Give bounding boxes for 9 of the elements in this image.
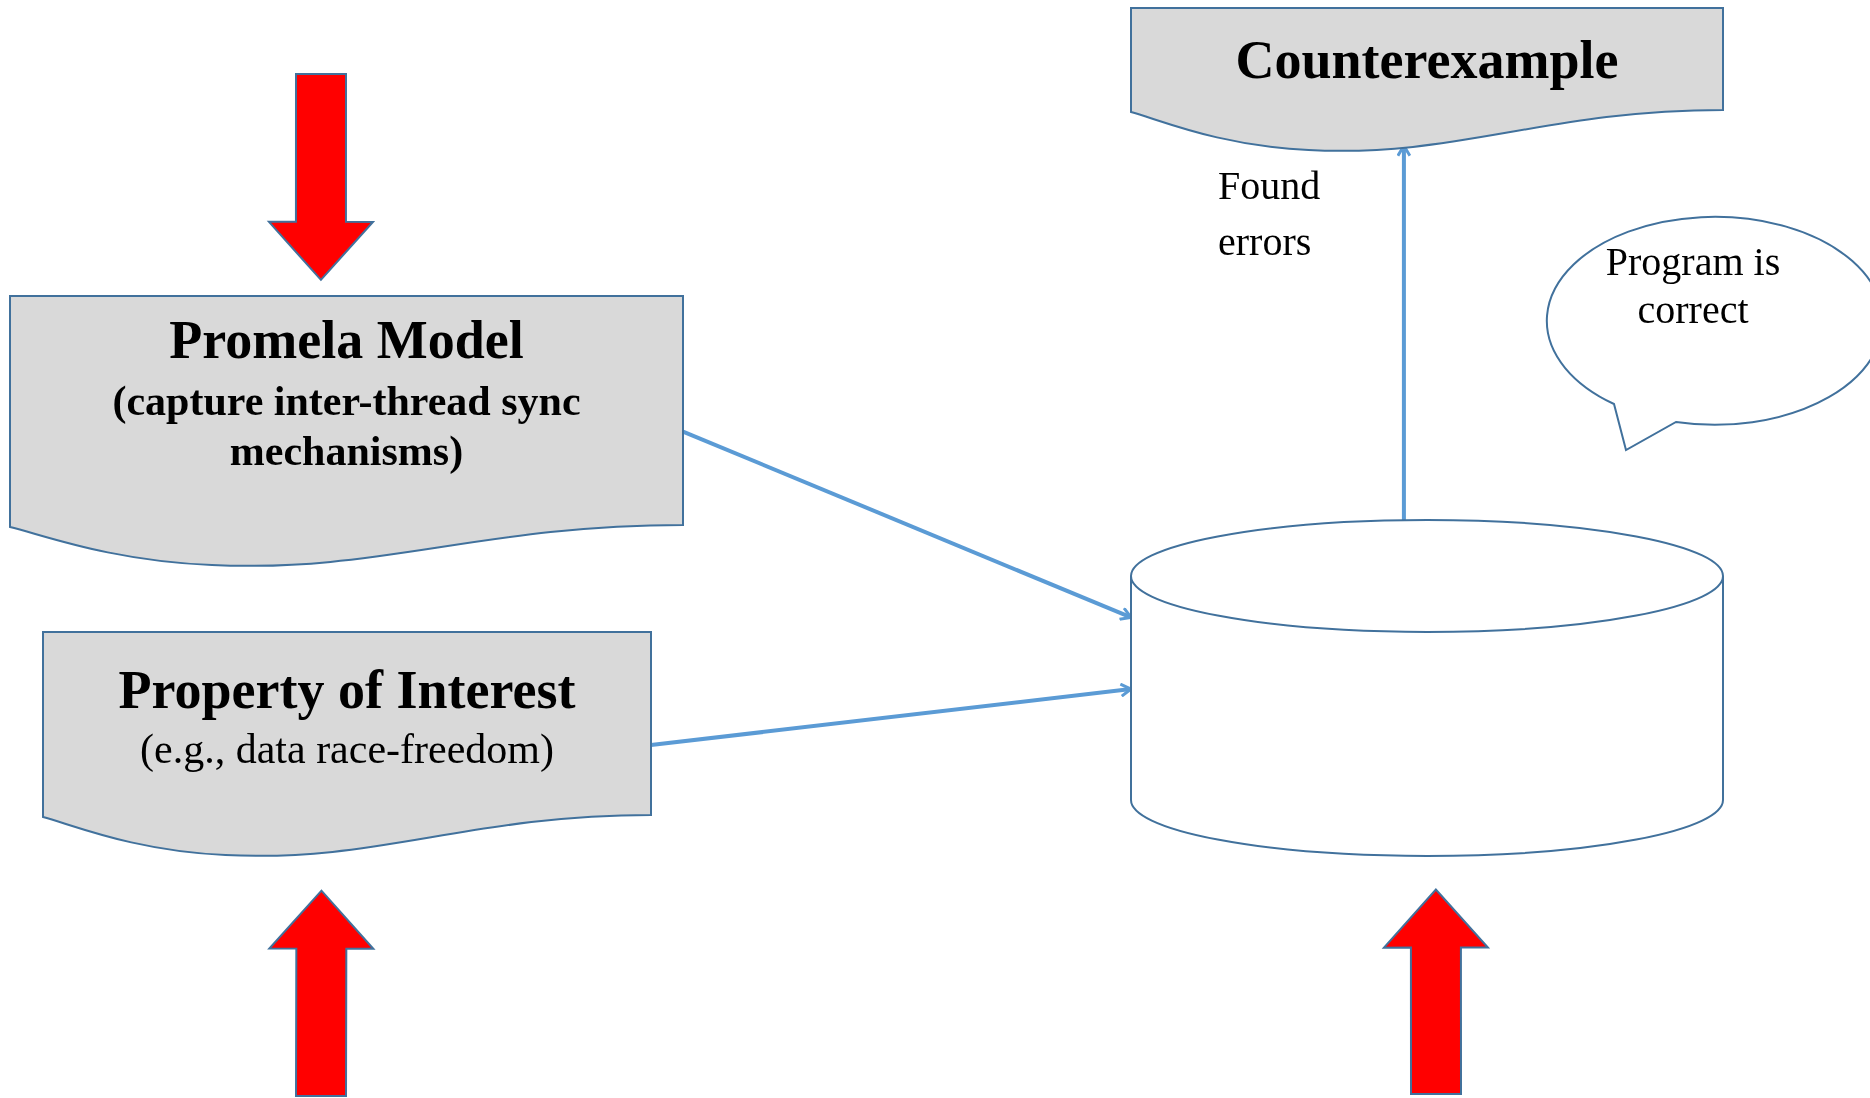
block-arrow	[267, 889, 376, 1098]
node-title: Property of Interest	[117, 659, 577, 722]
node-title: Counterexample	[1234, 29, 1620, 92]
block-arrow	[1381, 888, 1491, 1096]
node-title: Promela Model	[168, 309, 525, 372]
block-arrow	[266, 73, 376, 282]
bubble-text: Program is correct	[1604, 238, 1782, 334]
node-description: (e.g., data race-freedom)	[139, 725, 555, 774]
node-description: (capture inter-thread sync mechanisms)	[111, 377, 582, 477]
